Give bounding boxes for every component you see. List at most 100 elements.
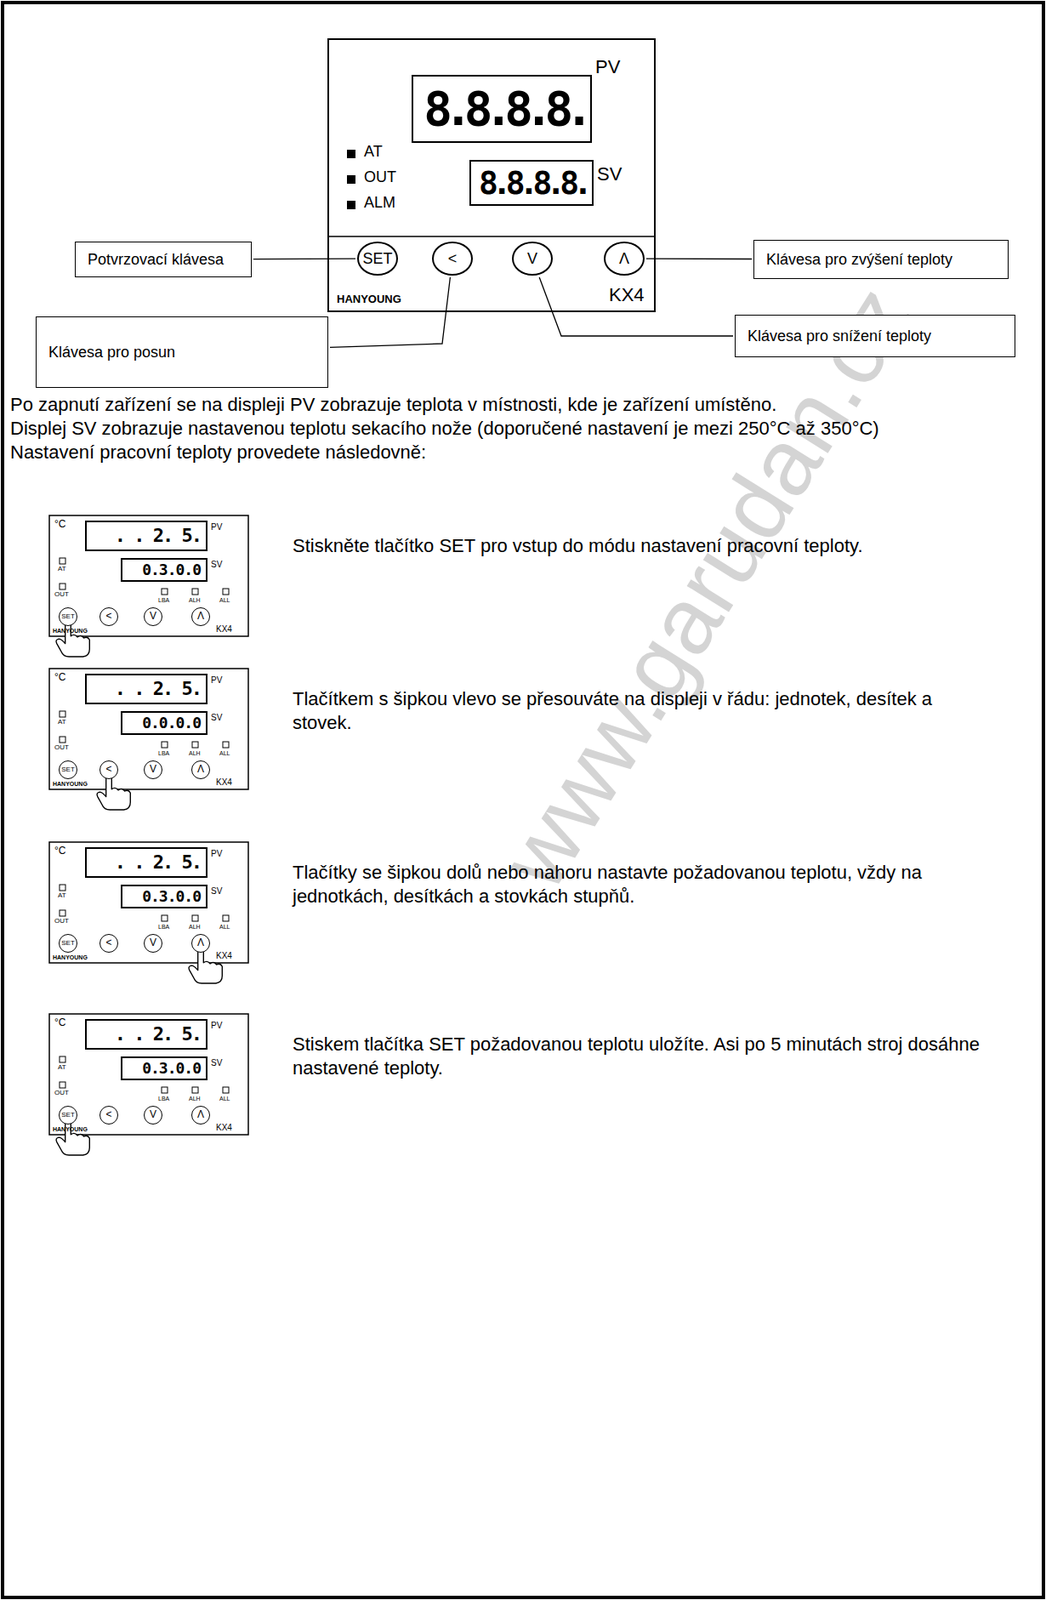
controller-housing bbox=[328, 39, 655, 312]
indicator-label: AT bbox=[363, 142, 383, 161]
indicator-led bbox=[192, 915, 199, 921]
indicator-led bbox=[161, 1086, 168, 1093]
indicator-label: ALM bbox=[363, 193, 396, 212]
indicator-led bbox=[346, 149, 356, 159]
key-symbol: Λ bbox=[619, 250, 630, 268]
key-symbol: SET bbox=[58, 607, 78, 626]
intro-paragraph: Po zapnutí zařízení se na displeji PV zo… bbox=[10, 392, 1031, 465]
indicator-led bbox=[59, 583, 66, 590]
indicator-label: AT bbox=[57, 564, 67, 573]
indicator-led bbox=[59, 884, 66, 891]
brand-name: HANYOUNG bbox=[52, 780, 88, 787]
intro-line: Po zapnutí zařízení se na displeji PV zo… bbox=[10, 392, 1031, 417]
indicator-label: LBA bbox=[158, 750, 170, 757]
indicator-led bbox=[222, 915, 229, 921]
model-name: KX4 bbox=[216, 1122, 233, 1132]
indicator-led bbox=[222, 588, 229, 595]
indicator-label: ALL bbox=[219, 1095, 230, 1102]
sv-display: 0.0.0.0 bbox=[120, 710, 208, 735]
display-tag: PV bbox=[210, 848, 222, 859]
leader-line bbox=[329, 277, 450, 347]
callout-box: Klávesa pro snížení teploty bbox=[734, 314, 1016, 358]
pv-display: 8.8.8.8. bbox=[411, 74, 592, 143]
intro-line: Nastavení pracovní teploty provedete nás… bbox=[10, 440, 1031, 465]
key-symbol: < bbox=[99, 760, 119, 779]
key-symbol: Λ bbox=[191, 1105, 211, 1125]
indicator-label: LBA bbox=[158, 1095, 170, 1102]
key-symbol: V bbox=[143, 1105, 163, 1125]
display-tag: SV bbox=[210, 1057, 222, 1068]
indicator-led bbox=[192, 1086, 199, 1093]
step-text: Tlačítkem s šipkou vlevo se přesouváte n… bbox=[292, 687, 990, 735]
indicator-label: AT bbox=[57, 717, 67, 726]
leader-line bbox=[646, 257, 752, 260]
indicator-led bbox=[192, 588, 199, 595]
key-symbol: SET bbox=[58, 1105, 78, 1125]
key-symbol: Λ bbox=[191, 607, 211, 626]
display-tag: PV bbox=[210, 522, 222, 532]
indicator-label: ALL bbox=[219, 596, 230, 603]
key-symbol: V bbox=[527, 250, 538, 268]
unit-mark: °C bbox=[54, 517, 66, 530]
display-tag: SV bbox=[210, 886, 222, 896]
indicator-label: OUT bbox=[54, 743, 69, 751]
indicator-label: OUT bbox=[54, 590, 69, 598]
pv-display: . . 2. 5. bbox=[85, 847, 208, 878]
key-symbol: < bbox=[99, 607, 119, 626]
display-tag: SV bbox=[596, 163, 622, 186]
mini-panels bbox=[49, 515, 249, 1155]
unit-mark: °C bbox=[54, 670, 66, 683]
pv-display: . . 2. 5. bbox=[85, 520, 208, 552]
key-button: V bbox=[511, 241, 553, 276]
leader-line bbox=[253, 257, 356, 260]
model-name: KX4 bbox=[608, 284, 645, 307]
indicator-led bbox=[59, 1081, 66, 1088]
model-name: KX4 bbox=[216, 777, 233, 787]
brand-name: HANYOUNG bbox=[52, 1125, 88, 1132]
key-symbol: Λ bbox=[191, 760, 211, 779]
indicator-led bbox=[161, 915, 168, 921]
callout-text: Klávesa pro zvýšení teploty bbox=[766, 250, 953, 269]
brand-name: HANYOUNG bbox=[52, 627, 88, 634]
unit-mark: °C bbox=[54, 844, 66, 857]
display-tag: SV bbox=[210, 559, 222, 569]
key-symbol: V bbox=[143, 760, 163, 779]
indicator-label: AT bbox=[57, 1063, 67, 1071]
controller-outline bbox=[49, 1013, 249, 1135]
display-tag: SV bbox=[210, 712, 222, 722]
indicator-led bbox=[59, 710, 66, 717]
indicator-label: OUT bbox=[54, 1088, 69, 1097]
callout-box: Klávesa pro posun bbox=[35, 316, 329, 388]
panel-divider bbox=[328, 235, 655, 238]
sv-display: 8.8.8.8. bbox=[469, 159, 594, 206]
leader-line bbox=[539, 277, 734, 336]
indicator-led bbox=[222, 741, 229, 748]
sv-display: 0.3.0.0 bbox=[120, 884, 208, 909]
key-button: < bbox=[432, 241, 473, 276]
hand-outline bbox=[96, 773, 131, 810]
hand-outline bbox=[56, 619, 90, 657]
step-text: Stiskem tlačítka SET požadovanou teplotu… bbox=[292, 1032, 990, 1081]
model-name: KX4 bbox=[216, 624, 233, 634]
pv-display: . . 2. 5. bbox=[85, 673, 208, 705]
indicator-led bbox=[346, 200, 356, 210]
brand-name: HANYOUNG bbox=[336, 292, 402, 306]
pressing-hand bbox=[56, 619, 90, 657]
callout-box: Klávesa pro zvýšení teploty bbox=[753, 239, 1009, 279]
controller-outline bbox=[49, 668, 249, 790]
key-symbol: SET bbox=[58, 933, 78, 953]
callout-text: Klávesa pro posun bbox=[48, 343, 176, 362]
display-tag: PV bbox=[595, 56, 620, 79]
display-tag: PV bbox=[210, 675, 222, 685]
indicator-label: LBA bbox=[158, 923, 170, 930]
indicator-label: LBA bbox=[158, 596, 170, 603]
pressing-hand bbox=[96, 773, 131, 810]
step-text: Tlačítky se šipkou dolů nebo nahoru nast… bbox=[292, 860, 990, 909]
indicator-led bbox=[192, 741, 199, 748]
indicator-label: ALH bbox=[188, 750, 201, 757]
step-text: Stiskněte tlačítko SET pro vstup do módu… bbox=[292, 534, 990, 558]
watermark: www.garudan.cz bbox=[477, 267, 933, 907]
indicator-label: AT bbox=[57, 891, 67, 899]
